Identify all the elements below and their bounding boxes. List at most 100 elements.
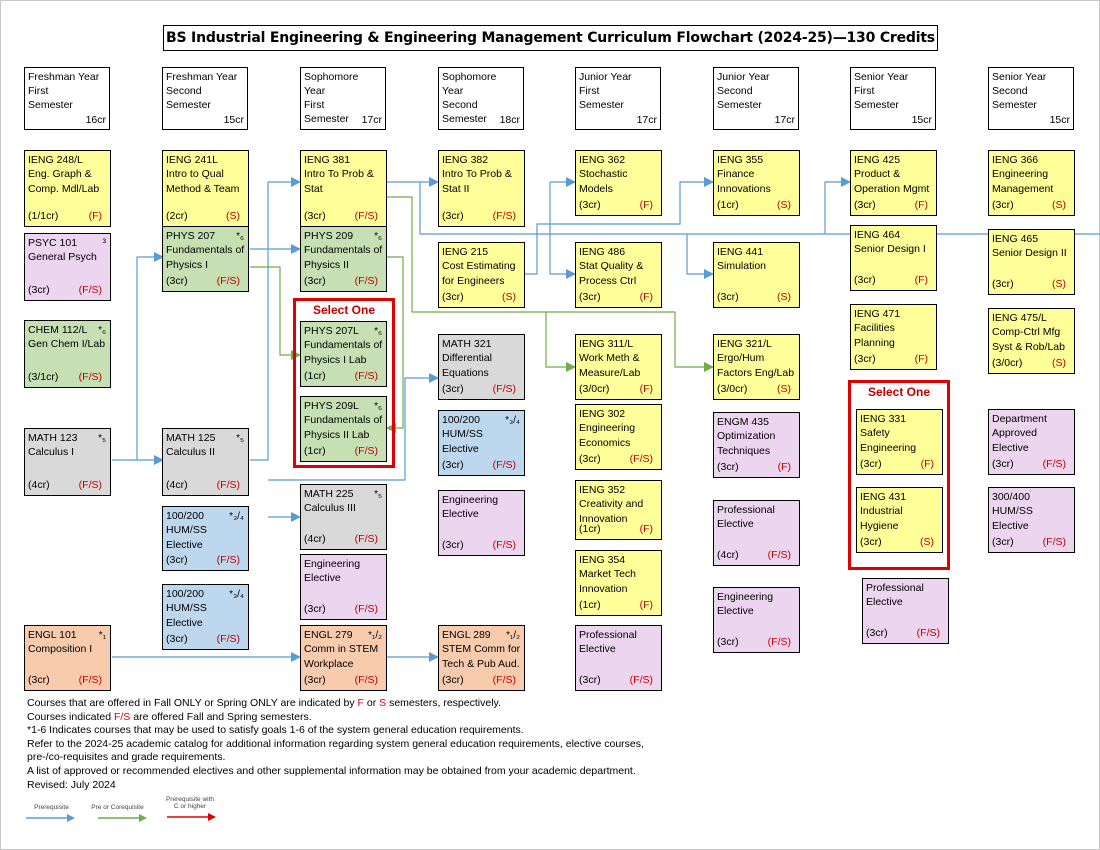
- course-credits: (3cr): [860, 535, 882, 548]
- semester-offered: (S): [920, 535, 934, 548]
- semester-offered: (F/S): [1042, 535, 1066, 548]
- course-name: Engineering Management: [992, 168, 1054, 195]
- course-name: Gen Chem I/Lab: [28, 338, 106, 351]
- course-credits: (1cr): [304, 444, 326, 457]
- semester-year: Freshman Year: [28, 71, 100, 83]
- semester-year: Senior Year: [992, 71, 1047, 83]
- course-code: Engineering: [717, 591, 774, 603]
- note-line-6: A list of approved or recommended electi…: [27, 764, 636, 777]
- semester-term: Second: [992, 85, 1028, 97]
- course-code: IENG 425: [854, 154, 901, 166]
- gen-ed-goal-marker: *₆: [236, 231, 244, 242]
- legend-prerequisite-label: Prerequisite: [34, 804, 69, 811]
- course-credits: (3cr): [28, 283, 50, 296]
- semester-offered: (F): [639, 198, 653, 211]
- course-name: Stat Quality & Process Ctrl: [579, 260, 644, 287]
- semester-label: Semester: [442, 113, 487, 125]
- course-name: Calculus III: [304, 502, 356, 515]
- course-credits: (3cr): [579, 452, 601, 465]
- semester-offered: (F/S): [78, 283, 102, 296]
- course-name: HUM/SS Elective: [992, 505, 1033, 532]
- semester-term: Second: [717, 85, 753, 97]
- note-line-2: Courses indicated F/S are offered Fall a…: [27, 710, 312, 723]
- course-code: CHEM 112/L: [28, 324, 88, 336]
- semester-offered: (S): [226, 209, 240, 222]
- semester-label: Semester: [304, 113, 349, 125]
- course-name: Comp-Ctrl Mfg Syst & Rob/Lab: [992, 326, 1065, 353]
- course-code: IENG 464: [854, 229, 901, 241]
- note-line-1: Courses that are offered in Fall ONLY or…: [27, 697, 501, 709]
- gen-ed-goal-marker: *₃/₄: [505, 415, 520, 426]
- course-code: IENG 355: [717, 154, 764, 166]
- course-credits: (3cr): [717, 635, 739, 648]
- semester-offered: (F/S): [916, 626, 940, 639]
- course-credits: (3/0cr): [992, 356, 1023, 369]
- semester-offered: (F/S): [492, 382, 516, 395]
- course-name: Cost Estimating for Engineers: [442, 260, 516, 287]
- legend-prerequisite-c-or-higher: Prerequisite with C or higher: [155, 796, 225, 826]
- course-credits: (4cr): [28, 478, 50, 491]
- semester-label: Semester: [717, 99, 762, 111]
- semester-offered: (F): [920, 457, 934, 470]
- semester-offered: (F/S): [354, 602, 378, 615]
- semester-offered: (S): [502, 290, 516, 303]
- course-code: 100/200: [166, 588, 204, 600]
- course-credits: (1/1cr): [28, 209, 59, 222]
- course-code: IENG 248/L: [28, 154, 83, 166]
- course-name: Elective: [717, 518, 754, 531]
- semester-offered: (F): [914, 198, 928, 211]
- semester-offered: (F/S): [354, 369, 378, 382]
- course-credits: (3cr): [442, 290, 464, 303]
- course-code: IENG 381: [304, 154, 351, 166]
- course-code: IENG 321/L: [717, 338, 772, 350]
- legend-prerequisite: Prerequisite: [24, 804, 79, 827]
- course-code: Professional: [717, 504, 775, 516]
- red-arrow-icon: [167, 813, 216, 821]
- course-code: IENG 441: [717, 246, 764, 258]
- course-name: Elective: [579, 643, 616, 656]
- semester-offered: (S): [1052, 356, 1066, 369]
- course-code: MATH 123: [28, 432, 78, 444]
- select-one-safety-group: Select One: [848, 380, 950, 570]
- gen-ed-goal-marker: *₆: [374, 401, 382, 412]
- semester-offered: (F): [914, 273, 928, 286]
- course-code: 100/200: [166, 510, 204, 522]
- semester-year: Senior Year: [854, 71, 909, 83]
- course-code: MATH 321: [442, 338, 492, 350]
- course-credits: (3cr): [304, 274, 326, 287]
- course-name: Intro to Qual Method & Team: [166, 168, 240, 195]
- semester-credits: 15cr: [223, 114, 244, 126]
- semester-year: Freshman Year: [166, 71, 238, 83]
- course-credits: (3cr): [304, 673, 326, 686]
- course-code: Department: [992, 413, 1047, 425]
- semester-offered: (F): [88, 209, 102, 222]
- course-credits: (3cr): [992, 535, 1014, 548]
- course-code: IENG 354: [579, 554, 626, 566]
- select-one-physics-lab-group: Select One: [293, 298, 395, 468]
- semester-offered: (F/S): [767, 548, 791, 561]
- course-name: Intro To Prob & Stat: [304, 168, 374, 195]
- semester-offered: (F/S): [492, 209, 516, 222]
- semester-offered: (F/S): [354, 274, 378, 287]
- course-credits: (1cr): [304, 369, 326, 382]
- semester-term: First: [28, 85, 49, 97]
- semester-credits: 17cr: [636, 114, 657, 126]
- course-credits: (3cr): [579, 290, 601, 303]
- course-name: Elective: [717, 605, 754, 618]
- semester-credits: 17cr: [361, 114, 382, 126]
- course-credits: (3cr): [166, 632, 188, 645]
- course-name: Industrial Hygiene: [860, 505, 903, 532]
